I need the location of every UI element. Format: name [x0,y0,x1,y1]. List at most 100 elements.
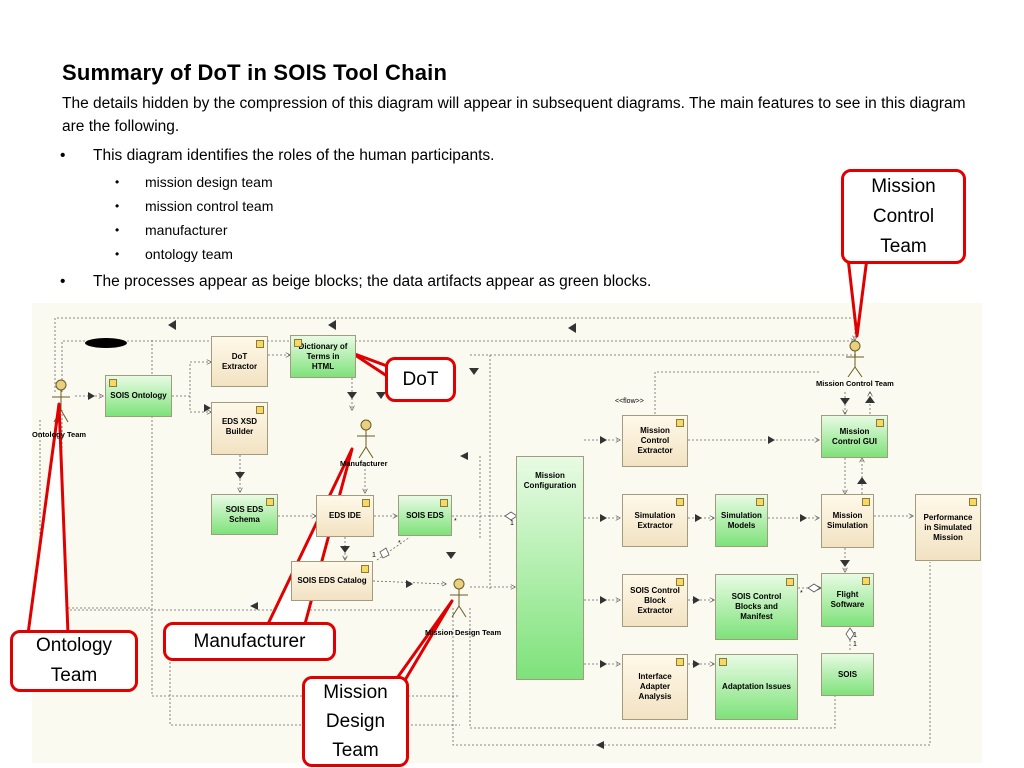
arrow-icon [600,436,607,444]
block-label: SOIS Control Blocks and Manifest [731,592,782,621]
sub-bullet: • mission control team [115,197,273,215]
arrow-icon [250,602,258,610]
arrow-icon [695,514,702,522]
manufacturer-label: Manufacturer [340,459,388,468]
block-icon [719,658,727,666]
diamond-icon [807,583,821,593]
arrow-icon [88,392,95,400]
simulation-models-block: Simulation Models [715,494,768,547]
arrow-icon [376,392,386,399]
mission-control-team-actor-icon [846,340,864,378]
block-label: Flight Software [830,590,865,609]
diamond-icon [379,547,390,559]
callout-pointer-ontology [26,402,70,635]
block-icon [969,498,977,506]
dot-extractor-block: DoT Extractor [211,336,268,387]
callout-text: Mission Control Team [871,175,936,257]
bullet-text: This diagram identifies the roles of the… [93,147,495,164]
interface-adapter-analysis-block: Interface Adapter Analysis [622,654,688,720]
sub-bullet-text: manufacturer [145,222,228,238]
arrow-icon [406,580,413,588]
arrow-icon [857,477,867,484]
eds-ide-block: EDS IDE [316,495,374,537]
block-label: Performance in Simulated Mission [923,512,973,542]
flight-software-block: Flight Software [821,573,874,627]
arrow-icon [469,368,479,375]
arrow-icon [865,396,875,403]
slide-title: Summary of DoT in SOIS Tool Chain [62,60,448,85]
bullet-roles: • This diagram identifies the roles of t… [60,146,495,166]
block-icon [756,498,764,506]
arrow-icon [340,546,350,553]
arrow-icon [600,514,607,522]
bullet-blocks: • The processes appear as beige blocks; … [60,272,651,292]
block-icon [676,658,684,666]
block-icon [361,565,369,573]
arrow-icon [768,436,775,444]
arrow-icon [840,560,850,567]
arrow-icon [204,404,211,412]
sub-bullet: • mission design team [115,173,273,191]
callout-dot: DoT [385,357,456,402]
block-icon [294,339,302,347]
block-label: SOIS EDS Catalog [297,576,367,585]
mission-control-extractor-block: Mission Control Extractor [622,415,688,467]
mission-control-team-label: Mission Control Team [816,379,894,388]
arrow-icon [235,472,245,479]
arrow-icon [347,392,357,399]
mission-design-team-label: Mission Design Team [425,628,502,637]
block-icon [266,498,274,506]
block-icon [109,379,117,387]
callout-mission-control-team: Mission Control Team [841,169,966,264]
callout-mission-design-team: Mission Design Team [302,676,409,767]
multiplicity-label: * [800,590,803,597]
sois-eds-block: SOIS EDS [398,495,452,536]
multiplicity-label: 1 [372,552,376,559]
block-icon [862,498,870,506]
sub-bullet: • manufacturer [115,221,228,239]
block-label: SOIS Control Block Extractor [630,585,680,615]
block-label: Adaptation Issues [722,682,791,691]
block-label: SOIS EDS [406,510,444,520]
callout-pointer-mission-control [846,257,869,338]
arrow-icon [600,660,607,668]
dictionary-of-terms-block: Dictionary of Terms in HTML [290,335,356,378]
arrow-icon [568,323,576,333]
sois-eds-schema-block: SOIS EDS Schema [211,494,278,535]
intro-paragraph: The details hidden by the compression of… [62,95,966,135]
block-label: SOIS EDS Schema [225,504,264,524]
block-label: EDS XSD Builder [221,417,258,436]
block-icon [876,419,884,427]
block-label: DoT Extractor [221,351,258,371]
callout-text: Manufacturer [193,630,306,652]
mission-control-gui-block: Mission Control GUI [821,415,888,458]
callout-pointer-mission-design [388,599,454,703]
diamond-icon [845,627,855,641]
block-icon [862,577,870,585]
flow-label: <<flow>> [615,398,644,405]
multiplicity-label: 1 [853,632,857,639]
block-label: Interface Adapter Analysis [638,672,672,701]
sois-eds-catalog-block: SOIS EDS Catalog [291,561,373,601]
bullet-icon: • [60,273,66,290]
multiplicity-label: * [398,540,401,547]
sois-control-blocks-manifest-block: SOIS Control Blocks and Manifest [715,574,798,640]
block-icon [676,498,684,506]
callout-manufacturer: Manufacturer [163,622,336,661]
callout-pointer-dot [350,351,388,378]
arrow-icon [600,596,607,604]
block-label: Simulation Extractor [634,510,676,530]
sois-control-block-extractor-block: SOIS Control Block Extractor [622,574,688,627]
bullet-icon: • [115,247,120,261]
block-icon [256,340,264,348]
sub-bullet-text: ontology team [145,246,233,262]
block-icon [676,578,684,586]
block-label: Mission Control Extractor [637,426,673,455]
callout-text: Ontology Team [35,635,113,686]
arrow-icon [446,552,456,559]
ontology-team-label: Ontology Team [32,430,87,439]
redaction-mark [85,338,127,348]
sub-bullet-text: mission design team [145,174,273,190]
bullet-icon: • [115,175,120,189]
block-icon [676,419,684,427]
